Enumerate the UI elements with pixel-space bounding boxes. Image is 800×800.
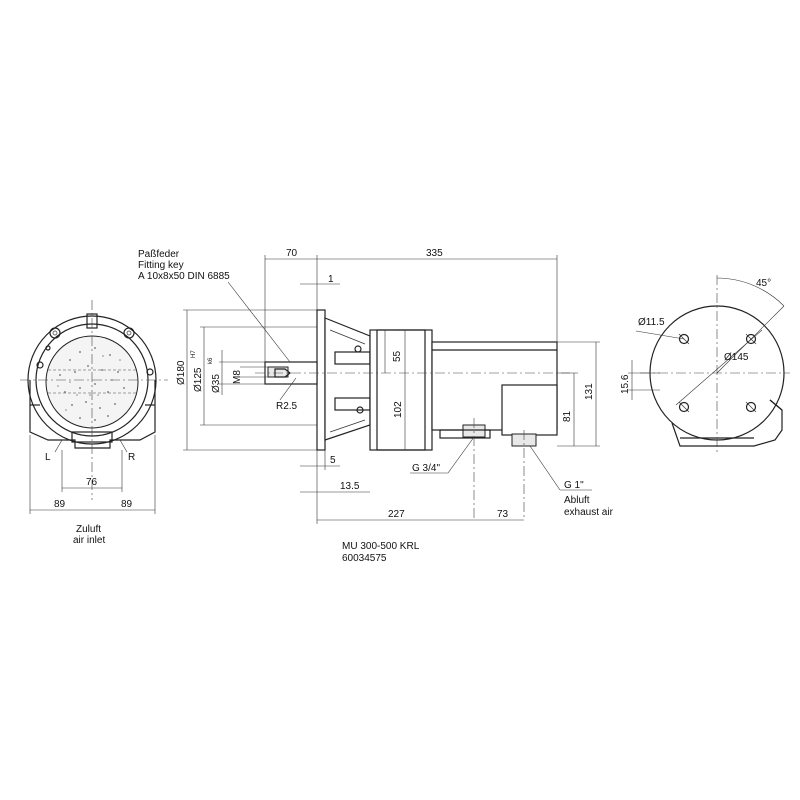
side-view: [255, 309, 570, 520]
fitting-key-callout: Paßfeder Fitting key A 10x8x50 DIN 6885: [138, 249, 291, 363]
dim-227: 227: [388, 509, 405, 520]
key-spec: A 10x8x50 DIN 6885: [138, 271, 230, 282]
dim-335: 335: [426, 248, 443, 259]
front-view: L R 76 89 89 Zuluft air inlet: [20, 300, 168, 546]
key-label-de: Paßfeder: [138, 249, 180, 260]
dim-45deg: 45°: [756, 278, 771, 289]
radius-label: R2.5: [276, 401, 298, 412]
dim-89-left: 89: [54, 499, 66, 510]
dim-13-5: 13.5: [340, 481, 360, 492]
dim-15-6: 15.6: [620, 374, 631, 394]
dim-89-right: 89: [121, 499, 133, 510]
dim-d11-5: Ø11.5: [638, 317, 665, 328]
model-name: MU 300-500 KRL: [342, 541, 420, 552]
key-label-en: Fitting key: [138, 260, 184, 271]
dim-102: 102: [393, 401, 404, 418]
dim-55: 55: [392, 350, 403, 362]
dim-d145: Ø145: [724, 352, 749, 363]
dim-76: 76: [86, 477, 98, 488]
exhaust-label-de: Abluft: [564, 495, 590, 506]
dim-81: 81: [562, 410, 573, 422]
inlet-label-de: Zuluft: [76, 524, 101, 535]
dim-1: 1: [328, 274, 334, 285]
thread-m8: M8: [232, 370, 243, 384]
thread-g34: G 3/4": [412, 463, 440, 474]
label-right: R: [128, 452, 135, 463]
dim-d35: Ø35: [211, 374, 222, 393]
dim-5: 5: [330, 455, 336, 466]
speckle-pattern: [57, 347, 125, 421]
dim-d125-tolerance: H7: [191, 350, 197, 358]
rear-view: Ø145 Ø11.5 45° 15.6: [620, 275, 790, 455]
dim-73: 73: [497, 509, 509, 520]
exhaust-label-en: exhaust air: [564, 507, 614, 518]
label-left: L: [45, 452, 51, 463]
dim-d180: Ø180: [176, 360, 187, 385]
dim-131: 131: [584, 383, 595, 400]
dim-d125: Ø125: [193, 367, 204, 392]
dim-70: 70: [286, 248, 298, 259]
part-number: 60034575: [342, 553, 387, 564]
inlet-label-en: air inlet: [73, 535, 105, 546]
thread-g1: G 1": [564, 480, 584, 491]
side-view-dimensions: 70 335 1 Ø180 Ø125 H7 Ø35 k6 M8 R2.5 55: [176, 248, 614, 524]
dim-d35-tolerance: k6: [208, 357, 214, 364]
